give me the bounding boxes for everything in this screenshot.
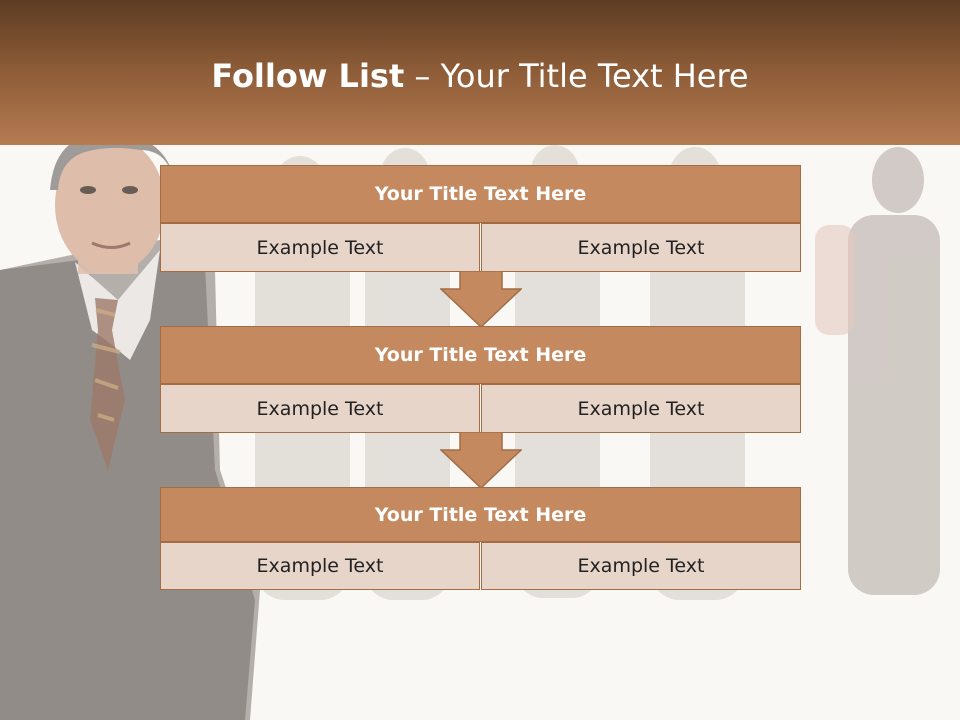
block-cell-left: Example Text	[160, 223, 480, 272]
block-cell-left: Example Text	[160, 542, 480, 590]
block-title: Your Title Text Here	[160, 326, 801, 384]
block-cell-right: Example Text	[481, 542, 801, 590]
slide-title: Follow List – Your Title Text Here	[0, 56, 960, 96]
block-title: Your Title Text Here	[160, 487, 801, 542]
block-cell-left: Example Text	[160, 384, 480, 433]
block-title: Your Title Text Here	[160, 165, 801, 223]
title-bar: Follow List – Your Title Text Here	[0, 0, 960, 145]
slide-title-rest: – Your Title Text Here	[404, 57, 749, 95]
block-cell-right: Example Text	[481, 384, 801, 433]
slide-title-bold: Follow List	[211, 57, 405, 95]
block-cell-right: Example Text	[481, 223, 801, 272]
down-arrow-icon	[440, 432, 522, 489]
down-arrow-icon	[440, 271, 522, 328]
